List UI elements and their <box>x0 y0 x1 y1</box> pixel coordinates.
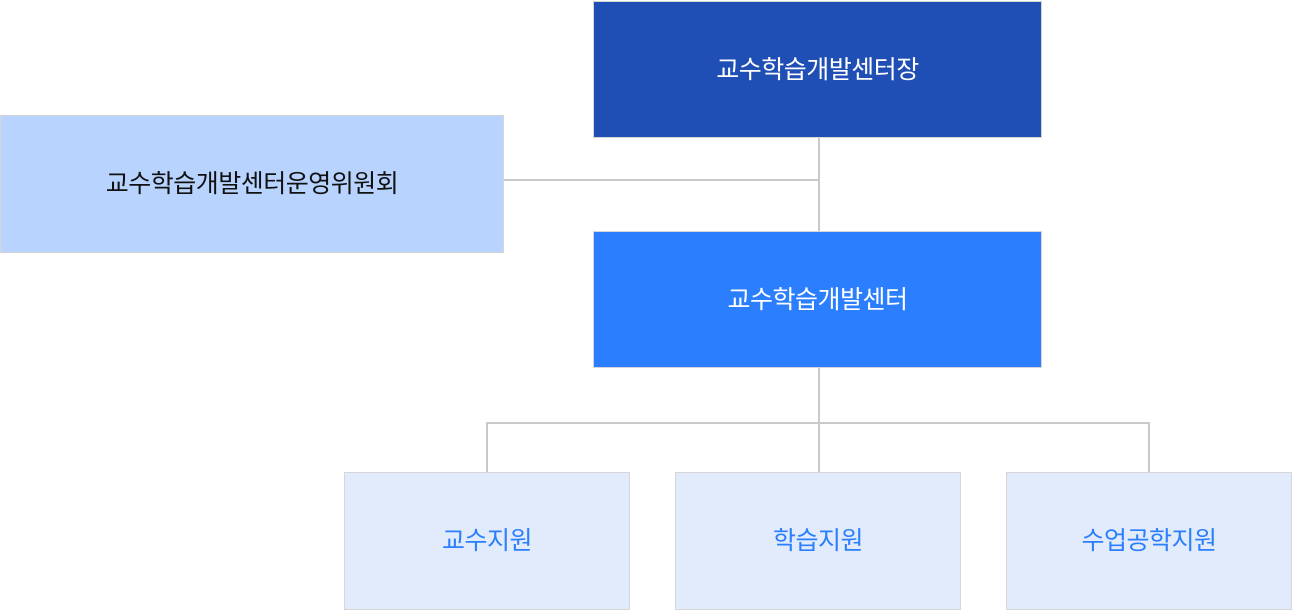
center-node: 교수학습개발센터 <box>593 231 1042 368</box>
connector-team-2 <box>818 422 820 472</box>
connector-team-1 <box>486 422 488 472</box>
committee-label: 교수학습개발센터운영위원회 <box>105 169 399 198</box>
team-label: 학습지원 <box>772 526 864 555</box>
director-label: 교수학습개발센터장 <box>716 54 919 84</box>
team-node-teaching-support: 교수지원 <box>344 472 630 610</box>
committee-node: 교수학습개발센터운영위원회 <box>0 115 504 253</box>
center-label: 교수학습개발센터 <box>727 284 908 314</box>
connector-director-center <box>818 138 820 231</box>
team-node-instructional-technology-support: 수업공학지원 <box>1006 472 1292 610</box>
connector-committee <box>504 179 819 181</box>
director-node: 교수학습개발센터장 <box>593 1 1042 138</box>
team-node-learning-support: 학습지원 <box>675 472 961 610</box>
team-label: 교수지원 <box>441 526 533 555</box>
team-label: 수업공학지원 <box>1081 526 1217 555</box>
connector-team-3 <box>1148 422 1150 472</box>
connector-center-down <box>818 368 820 424</box>
